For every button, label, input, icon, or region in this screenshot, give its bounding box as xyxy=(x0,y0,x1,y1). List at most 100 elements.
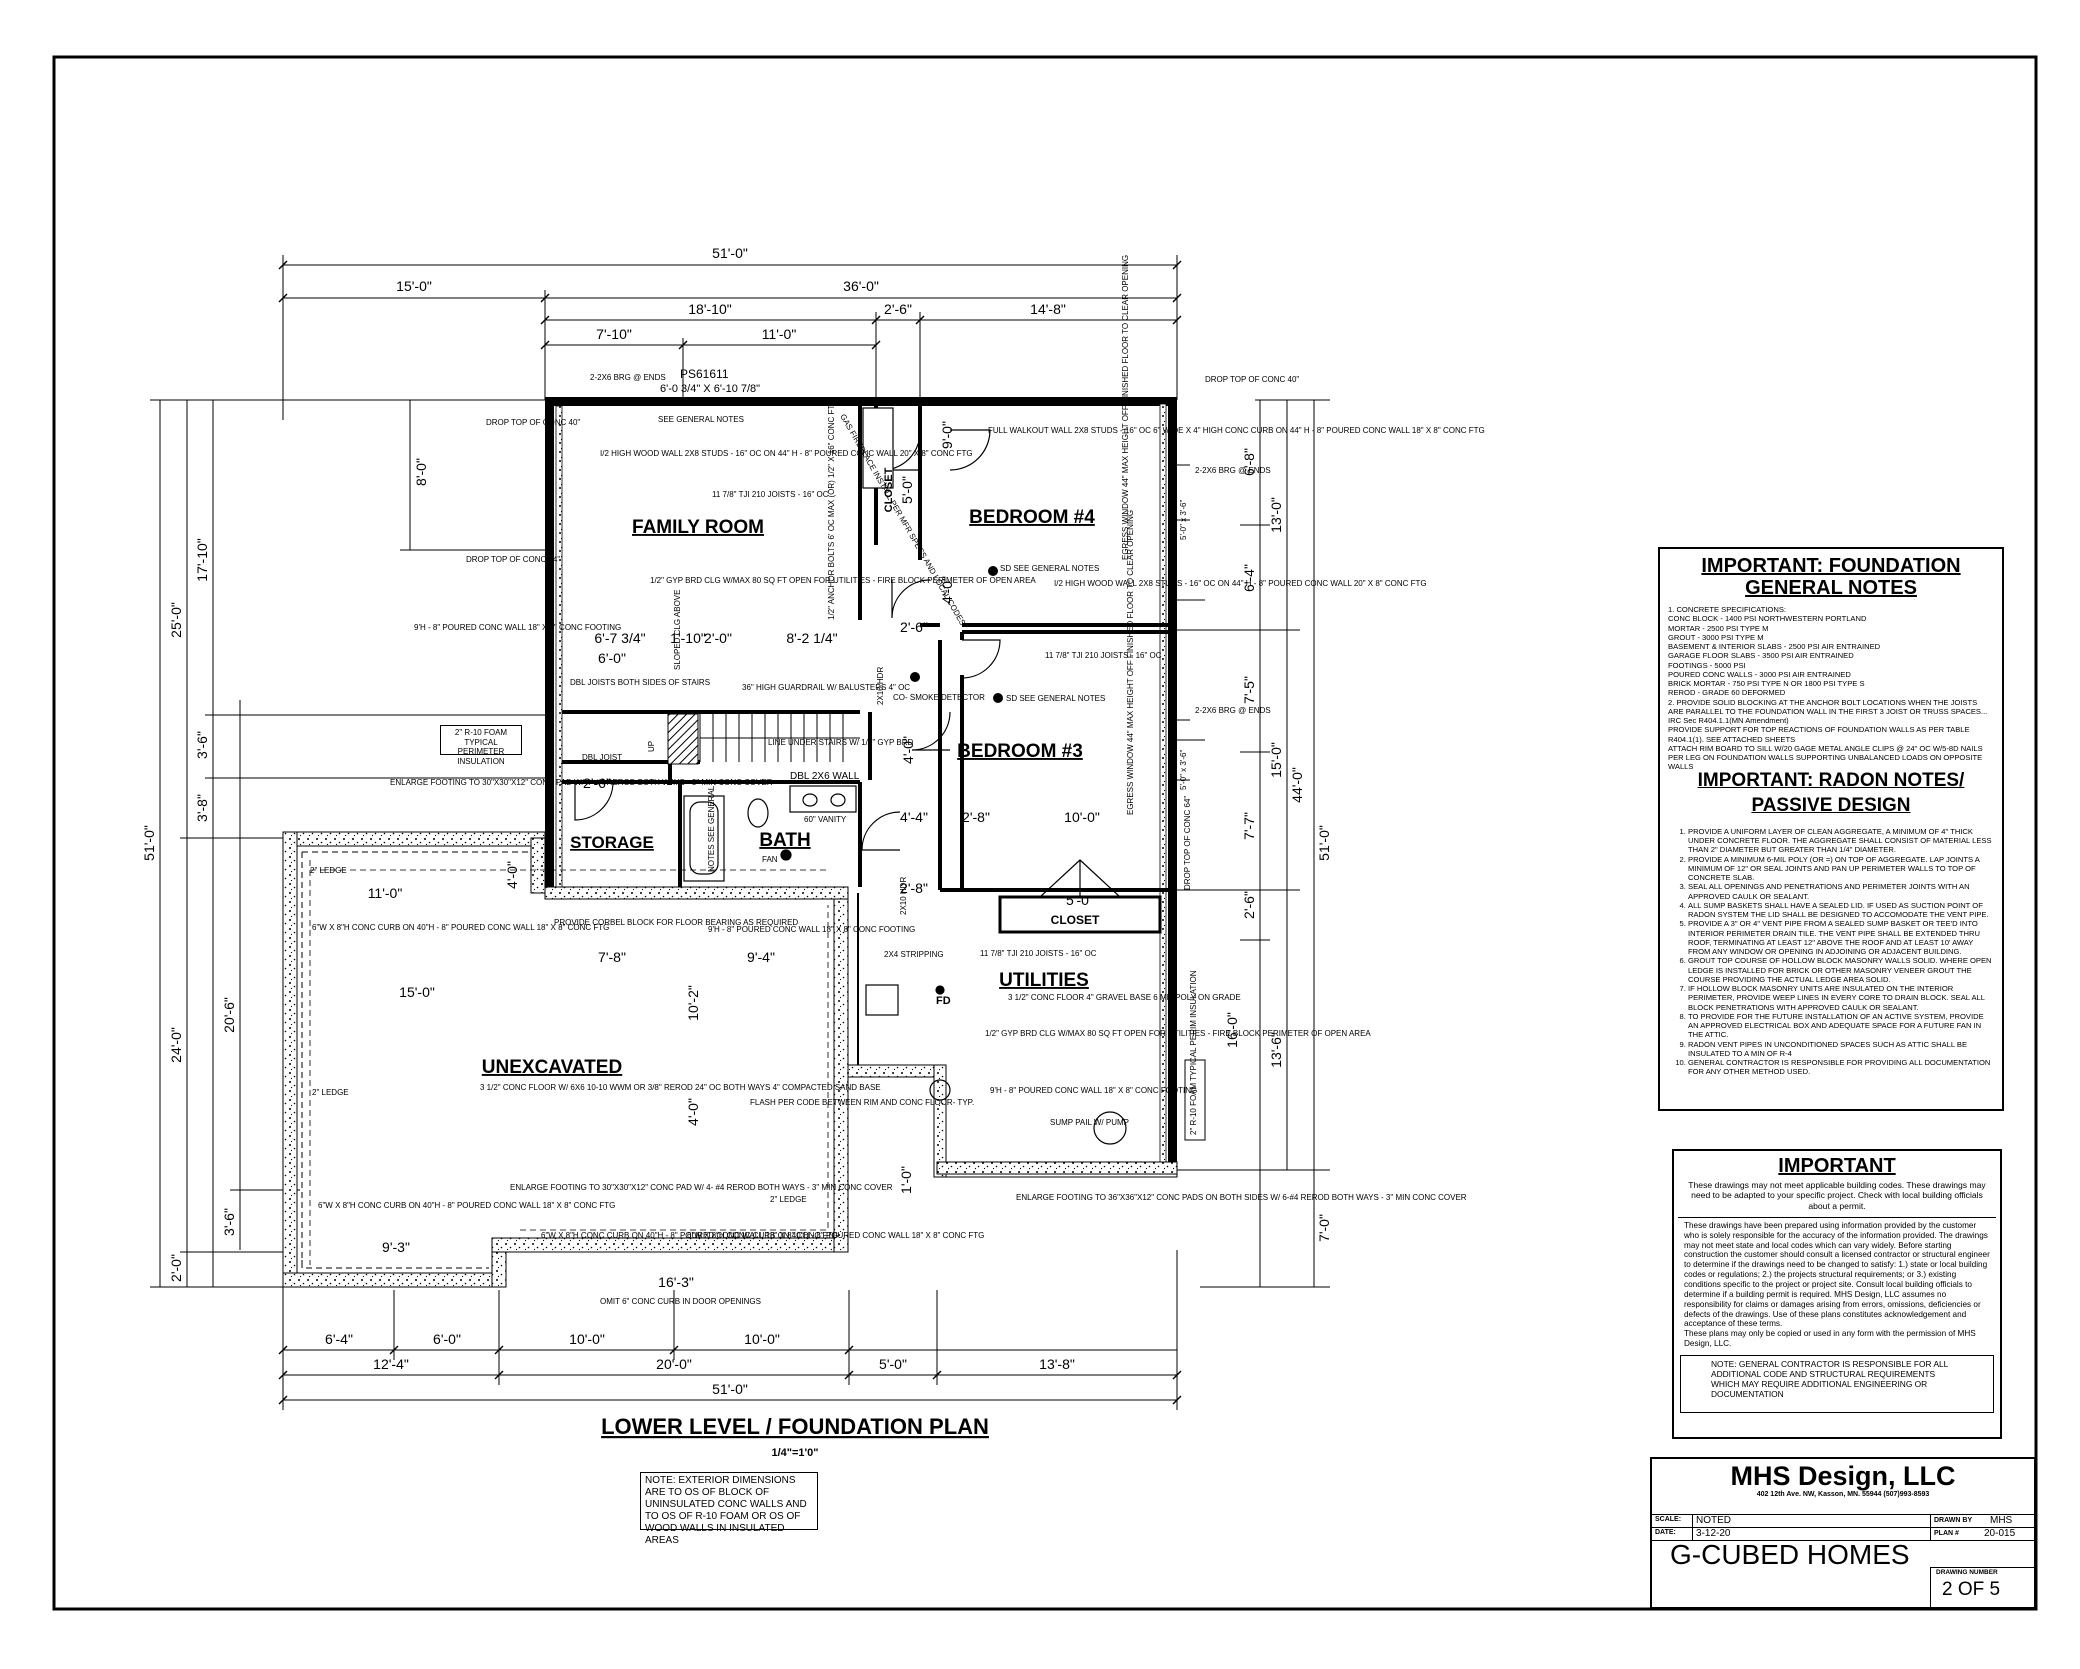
callout-flash: FLASH PER CODE BETWEEN RIM AND CONC FLOO… xyxy=(750,1098,974,1107)
dim-right-c: 13'-0" xyxy=(1268,497,1284,533)
stair-treads xyxy=(699,714,860,762)
important-box: IMPORTANT These drawings may not meet ap… xyxy=(1672,1149,2002,1439)
important-p1: These drawings may not meet applicable b… xyxy=(1688,1180,1986,1211)
dim-bot-a: 6'-4" xyxy=(325,1331,353,1347)
dim-top-overall: 51'-0" xyxy=(712,245,748,261)
callout-gyp-2: 1/2" GYP BRD CLG W/MAX 80 SQ FT OPEN FOR… xyxy=(985,1029,1371,1038)
callout-drop-top-left: DROP TOP OF CONC 40" xyxy=(486,418,580,427)
foundation-walls xyxy=(282,397,1178,1288)
drawing-number-label: DRAWING NUMBER xyxy=(1936,1569,1998,1576)
callout-guardrail: 36" HIGH GUARDRAIL W/ BALUSTERS 4" OC xyxy=(742,683,910,692)
callout-vanity: 60" VANITY xyxy=(804,815,847,824)
dim-bot-c: 10'-0" xyxy=(569,1331,605,1347)
room-storage: STORAGE xyxy=(570,833,654,852)
room-unexcavated: UNEXCAVATED xyxy=(482,1057,622,1078)
callout-joists-3: 11 7/8" TJI 210 JOISTS - 16" OC xyxy=(980,949,1097,958)
dim-int-r: 16'-3" xyxy=(658,1274,694,1290)
callout-window: PS61611 xyxy=(680,367,729,381)
important-p2: These drawings have been prepared using … xyxy=(1684,1220,1990,1329)
callout-anchor: 1/2" ANCHOR BOLTS 6' OC MAX (OR) 1/2" X … xyxy=(827,399,836,621)
callout-drop-top-64r: DROP TOP OF CONC 64" xyxy=(1183,796,1192,890)
left-dimensions xyxy=(150,399,545,1288)
dim-int-y: 2'-8" xyxy=(900,880,928,896)
plan-value: 20-015 xyxy=(1984,1528,2016,1539)
callout-full-walkout: FULL WALKOUT WALL 2X8 STUDS - 16" OC 6" … xyxy=(988,426,1485,435)
callout-see-general: SEE GENERAL NOTES xyxy=(658,415,744,424)
callout-enlarge-3: ENLARGE FOOTING TO 30"X30"X12" CONC PAD … xyxy=(510,1183,893,1192)
scale-value: NOTED xyxy=(1696,1515,1731,1526)
dim-bot-b: 6'-0" xyxy=(433,1331,461,1347)
sheet-border xyxy=(52,55,2038,1611)
room-bedroom-4: BEDROOM #4 xyxy=(969,507,1095,528)
callout-enlarge-2: ENLARGE FOOTING TO 36"X36"X12" CONC PADS… xyxy=(1016,1193,1467,1202)
dim-left-i: 8'-0" xyxy=(413,458,429,486)
callout-conc-wall-9h3: 9'H - 8" POURED CONC WALL 18" X 8" CONC … xyxy=(990,1086,1197,1095)
callout-notes-see: NOTES SEE GENERAL xyxy=(707,785,716,872)
callout-brg-r2: 2-2X6 BRG @ ENDS xyxy=(1195,706,1271,715)
dim-int-x: 2'-6" xyxy=(900,619,928,635)
callout-sump: SUMP PAIL W/ PUMP xyxy=(1050,1118,1129,1127)
dim-int-z: 4'-0" xyxy=(900,736,916,764)
dim-int-u: 5'-0" xyxy=(899,476,915,504)
callout-hdr-1: 2X10 HDR xyxy=(876,667,885,705)
callout-drop-top-64: DROP TOP OF CONC 64" xyxy=(466,555,560,564)
right-dimensions xyxy=(1170,399,1330,1288)
radon-note-item: SEAL ALL OPENINGS AND PENETRATIONS AND P… xyxy=(1688,882,1992,901)
callout-egress-1: EGRESS WINDOW 44" MAX HEIGHT OFF FINISHE… xyxy=(1121,255,1130,560)
dim-right-b: 7'-0" xyxy=(1316,1214,1332,1242)
radon-note-item: GROUT TOP COURSE OF HOLLOW BLOCK MASONRY… xyxy=(1688,956,1992,984)
dim-top-d: 2'-6" xyxy=(884,301,912,317)
dim-top-a: 15'-0" xyxy=(396,278,432,294)
dim-left-f: 3'-8" xyxy=(194,794,210,822)
radon-note-item: RADON VENT PIPES IN UNCONDITIONED SPACES… xyxy=(1688,1040,1992,1059)
company-name: MHS Design, LLC xyxy=(1730,1461,1956,1491)
callout-sloped-clg: SLOPED CLG ABOVE xyxy=(673,590,682,670)
callout-ledge-1: 2" LEDGE xyxy=(310,866,347,875)
dim-left-e: 3'-6" xyxy=(194,731,210,759)
dim-int-h: 2'-8" xyxy=(962,809,990,825)
dim-right-i: 7'-7" xyxy=(1241,812,1257,840)
dim-left-c: 2'-0" xyxy=(168,1254,184,1282)
callout-ledge-2: 2" LEDGE xyxy=(312,1088,349,1097)
dim-bot-overall: 51'-0" xyxy=(712,1381,748,1397)
dim-right-f: 6'-8" xyxy=(1241,448,1257,476)
callout-curb-1: 6"W X 8"H CONC CURB ON 40"H - 8" POURED … xyxy=(312,923,609,932)
foundation-notes-body: 1. CONCRETE SPECIFICATIONS: CONC BLOCK -… xyxy=(1668,605,1988,772)
dim-bot-g: 5'-0" xyxy=(879,1356,907,1372)
dim-int-d: 8'-2 1/4" xyxy=(786,630,837,646)
dim-top-c: 18'-10" xyxy=(688,301,731,317)
dim-top-f: 7'-10" xyxy=(596,326,632,342)
callout-egress-2: EGRESS WINDOW 44" MAX HEIGHT OFF FINISHE… xyxy=(1126,510,1135,815)
dim-left-h: 3'-6" xyxy=(221,1208,237,1236)
co-smoke-dot xyxy=(910,672,920,682)
callout-curb-3: 6"W X 8"H CONC CURB ON 40"H - 8" POURED … xyxy=(541,1231,838,1240)
exterior-note-text: NOTE: EXTERIOR DIMENSIONS ARE TO OS OF B… xyxy=(645,1475,807,1546)
callout-ledge-3: 2" LEDGE xyxy=(770,1195,807,1204)
dim-int-q: 9'-3" xyxy=(382,1239,410,1255)
dim-bot-h: 13'-8" xyxy=(1039,1356,1075,1372)
foundation-notes-title: IMPORTANT: FOUNDATION GENERAL NOTES xyxy=(1701,555,1961,599)
dim-right-g: 6'-4" xyxy=(1241,564,1257,592)
dim-int-o: 4'-0" xyxy=(685,1098,701,1126)
foam-callout-box: 2" R-10 FOAM TYPICAL PERIMETER INSULATIO… xyxy=(440,725,522,766)
callout-window-size: 6'-0 3/4" X 6'-10 7/8" xyxy=(660,383,760,395)
dim-int-m: 9'-4" xyxy=(747,949,775,965)
dim-int-l: 7'-8" xyxy=(598,949,626,965)
callout-win-r1: 5'-0" x 3'-6" xyxy=(1179,500,1188,540)
callout-dbl-joist: DBL JOIST xyxy=(582,753,622,762)
callout-hdr-2: 2X10 HDR xyxy=(899,877,908,915)
date-value: 3-12-20 xyxy=(1696,1528,1731,1539)
dim-int-p: 4'-0" xyxy=(504,861,520,889)
callout-dbl-2x6: DBL 2X6 WALL xyxy=(790,771,860,782)
dim-int-c: 2'-0" xyxy=(704,630,732,646)
callout-drop-top-right: DROP TOP OF CONC 40" xyxy=(1205,375,1299,384)
dim-int-s: 1'-0" xyxy=(898,1166,914,1194)
dim-right-j: 2'-6" xyxy=(1241,891,1257,919)
scale-label: SCALE: xyxy=(1655,1516,1682,1523)
utility-fixtures xyxy=(865,984,1206,1145)
plan-scale: 1/4"=1'0" xyxy=(772,1447,819,1459)
room-closet-1: CLOSET xyxy=(1051,913,1100,927)
callout-dbl-joists: DBL JOISTS BOTH SIDES OF STAIRS xyxy=(570,678,710,687)
